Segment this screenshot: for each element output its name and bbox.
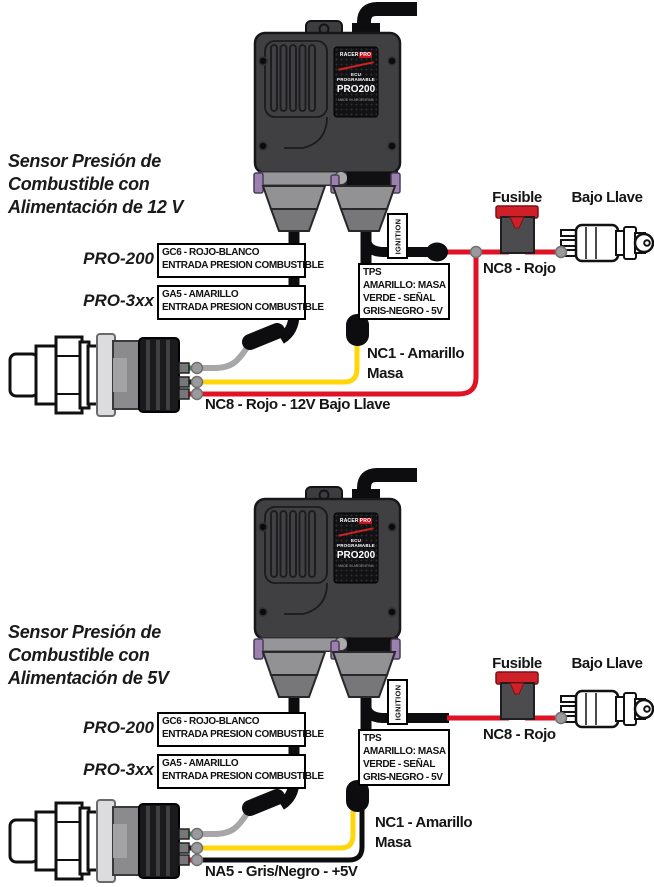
diagram-12v-graphics: [10, 9, 654, 416]
inline-connector: [426, 242, 448, 262]
junction-dot: [554, 711, 568, 725]
ecu-brand: RACERPRO: [334, 52, 378, 58]
ecu-brand-b: PRO: [358, 52, 373, 58]
tps-label-box: TPS AMARILLO: MASA VERDE - SEÑAL GRIS-NEGRO…: [358, 263, 450, 320]
gc6-label-box: GC6 - ROJO-BLANCO ENTRADA PRESION COMBUST…: [157, 712, 324, 747]
ecu-model: PRO200: [336, 550, 376, 561]
ecu-line-ecu: ECU: [350, 72, 362, 77]
diagram-title: Sensor Presión de Combustible con Alimen…: [8, 151, 184, 217]
ecu-brand: RACERPRO: [334, 518, 378, 524]
gc6-label-box: GC6 - ROJO-BLANCO ENTRADA PRESION COMBUST…: [157, 243, 324, 278]
gc6-line2: ENTRADA PRESION COMBUSTIBLE: [162, 260, 324, 271]
nc8-label: NC8 - Rojo: [483, 726, 556, 743]
fuse-label: Fusible: [492, 189, 542, 206]
fuse-label: Fusible: [492, 655, 542, 672]
wire-gris-negro-5v: [197, 810, 365, 863]
wire-yellow-masa: [197, 810, 356, 851]
key-label: Bajo Llave: [571, 189, 643, 206]
ecu-brand-b: PRO: [358, 518, 373, 524]
ecu-brand-a: RACER: [339, 52, 359, 58]
nc8-label: NC8 - Rojo: [483, 260, 556, 277]
tps-line1: TPS: [363, 733, 382, 744]
ecu-line-prog: PROGRAMABLE: [337, 543, 375, 548]
key-label: Bajo Llave: [571, 655, 643, 672]
ecu-model: PRO200: [336, 84, 376, 95]
nc1-label: NC1 - Amarillo Masa: [367, 345, 465, 383]
pro-200-label: PRO-200: [83, 249, 154, 268]
bottom-wire-label: NC8 - Rojo - 12V Bajo Llave: [205, 396, 391, 413]
pro-3xx-label: PRO-3xx: [83, 760, 154, 779]
wire-red-12v: [197, 252, 479, 397]
ignition-label: IGNITION: [393, 684, 403, 720]
gc6-line1: GC6 - ROJO-BLANCO: [162, 247, 260, 258]
gc6-line1: GC6 - ROJO-BLANCO: [162, 716, 260, 727]
junction-dot: [554, 245, 568, 259]
tps-line3: VERDE - SEÑAL: [363, 759, 436, 770]
ecu-line-ecu: ECU: [350, 538, 362, 543]
junction-dot: [469, 245, 483, 259]
tps-label-box: TPS AMARILLO: MASA VERDE - SEÑAL GRIS-NEGRO…: [358, 729, 450, 786]
ecu-sticker: RACERPRO ECU PROGRAMABLE PRO200 MADE IN …: [334, 47, 378, 117]
ecu-origin: MADE IN ARGENTINA: [338, 98, 374, 102]
ecu-sticker-stripe: [338, 61, 374, 71]
tps-plug: [346, 780, 369, 812]
ga5-label-box: GA5 - AMARILLO ENTRADA PRESION COMBUSTIBL…: [157, 754, 324, 789]
ga5-line2: ENTRADA PRESION COMBUSTIBLE: [162, 771, 324, 782]
tps-line3: VERDE - SEÑAL: [363, 293, 436, 304]
gc6-line2: ENTRADA PRESION COMBUSTIBLE: [162, 729, 324, 740]
wire-yellow-masa: [197, 340, 360, 385]
pro-3xx-label: PRO-3xx: [83, 291, 154, 310]
tps-line4: GRIS-NEGRO - 5V: [363, 306, 443, 317]
diagram-12v: Sensor Presión de Combustible con Alimen…: [8, 47, 643, 413]
ecu-origin: MADE IN ARGENTINA: [338, 564, 374, 568]
diagram-5v-graphics: [10, 475, 654, 882]
ga5-line2: ENTRADA PRESION COMBUSTIBLE: [162, 302, 324, 313]
nc1-label: NC1 - Amarillo Masa: [375, 814, 473, 852]
tps-line1: TPS: [363, 267, 382, 278]
tps-line4: GRIS-NEGRO - 5V: [363, 772, 443, 783]
ecu-line-prog: PROGRAMABLE: [337, 77, 375, 82]
pro-200-label: PRO-200: [83, 718, 154, 737]
ecu-brand-a: RACER: [339, 518, 359, 524]
ecu-sticker-stripe: [338, 527, 374, 537]
ignition-tag: IGNITION: [387, 679, 408, 725]
ga5-line1: GA5 - AMARILLO: [162, 289, 239, 300]
ecu-sticker: RACERPRO ECU PROGRAMABLE PRO200 MADE IN …: [334, 513, 378, 583]
diagram-title: Sensor Presión de Combustible con Alimen…: [8, 622, 169, 688]
ignition-label: IGNITION: [393, 218, 403, 254]
ignition-tag: IGNITION: [387, 213, 408, 259]
ga5-label-box: GA5 - AMARILLO ENTRADA PRESION COMBUSTIBL…: [157, 285, 324, 320]
tps-plug: [346, 314, 369, 346]
tps-line2: AMARILLO: MASA: [363, 280, 446, 291]
tps-line2: AMARILLO: MASA: [363, 746, 446, 757]
bottom-wire-label: NA5 - Gris/Negro - +5V: [205, 863, 358, 880]
diagram-5v: Sensor Presión de Combustible con Alimen…: [0, 466, 654, 887]
ga5-line1: GA5 - AMARILLO: [162, 758, 239, 769]
